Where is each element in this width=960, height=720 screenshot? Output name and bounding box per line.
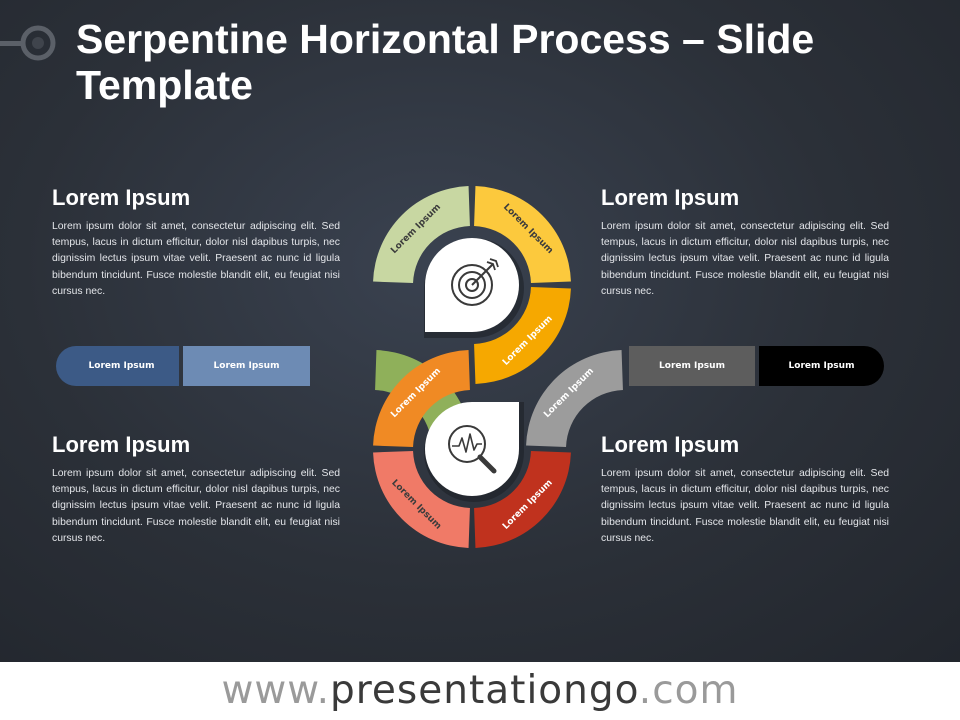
text-block-top-left: Lorem Ipsum Lorem ipsum dolor sit amet, …: [52, 185, 340, 300]
process-arc-2: [373, 186, 470, 283]
process-bar-label: Lorem Ipsum: [789, 361, 855, 371]
process-bar-3: [629, 346, 755, 386]
process-bar-4: [759, 346, 884, 386]
process-bar-2: [183, 346, 310, 386]
footer-suffix: .com: [638, 668, 739, 713]
icon-holder: [425, 402, 519, 496]
brand-ring-icon: [0, 25, 56, 61]
text-block-bottom-left: Lorem Ipsum Lorem ipsum dolor sit amet, …: [52, 432, 340, 547]
slide: Serpentine Horizontal Process – Slide Te…: [0, 0, 960, 662]
text-block-top-right: Lorem Ipsum Lorem ipsum dolor sit amet, …: [601, 185, 889, 300]
text-block-body: Lorem ipsum dolor sit amet, consectetur …: [601, 468, 889, 544]
text-block-heading: Lorem Ipsum: [601, 432, 740, 457]
text-block-body: Lorem ipsum dolor sit amet, consectetur …: [52, 221, 340, 297]
process-bar-1: [56, 346, 179, 386]
text-block-bottom-right: Lorem Ipsum Lorem ipsum dolor sit amet, …: [601, 432, 889, 547]
text-block-heading: Lorem Ipsum: [601, 185, 740, 210]
footer-brand: presentationgo: [330, 668, 639, 713]
page-title: Serpentine Horizontal Process – Slide Te…: [76, 16, 815, 108]
footer-prefix: www.: [221, 668, 330, 713]
process-bar-label: Lorem Ipsum: [659, 361, 725, 371]
text-block-heading: Lorem Ipsum: [52, 185, 191, 210]
process-arc-7: [474, 451, 571, 548]
process-bar-label: Lorem Ipsum: [214, 361, 280, 371]
target-icon: [451, 258, 499, 306]
text-block-heading: Lorem Ipsum: [52, 432, 191, 457]
footer: www.presentationgo.com: [0, 662, 960, 720]
text-block-body: Lorem ipsum dolor sit amet, consectetur …: [52, 468, 340, 544]
process-arc-3: [474, 186, 571, 283]
text-block-body: Lorem ipsum dolor sit amet, consectetur …: [601, 221, 889, 297]
process-arc-6: [373, 451, 470, 548]
process-arc-4: [474, 287, 571, 384]
process-arc-8: [526, 350, 623, 447]
magnifier-analytics-icon: [448, 425, 497, 474]
process-bar-label: Lorem Ipsum: [89, 361, 155, 371]
process-arc-5: [373, 350, 470, 447]
